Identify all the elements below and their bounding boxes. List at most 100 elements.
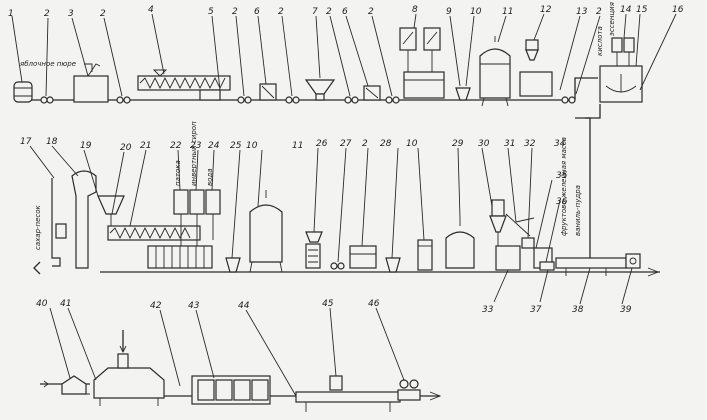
label-5: 5 [208,7,214,17]
drying-chamber-41 [93,330,165,406]
dispenser-10c [385,257,401,273]
pump-2d [285,96,300,104]
label-13: 13 [576,7,588,17]
label-kislota: кислота [596,26,604,56]
label-37: 37 [530,305,542,315]
row1-return [575,104,601,119]
label-2b: 2 [100,9,106,19]
label-7: 7 [312,7,318,17]
label-43: 43 [188,301,200,311]
label-14: 14 [620,5,632,15]
dispenser-10 [455,87,471,101]
packing-conveyor-45 [295,375,401,412]
mixer-29 [417,239,433,271]
label-3: 3 [68,9,74,19]
label-2f: 2 [368,7,374,17]
label-33: 33 [482,305,494,315]
row2-arrow [647,267,660,277]
label-10: 10 [470,7,482,17]
label-12: 12 [540,5,552,15]
label-16: 16 [672,5,684,15]
cooling-conveyor-38 [533,247,641,276]
label-44: 44 [238,301,250,311]
label-42: 42 [150,301,162,311]
tank-28 [349,245,377,269]
label-35: 35 [556,171,568,181]
label-4: 4 [148,5,154,15]
panels-8 [399,27,445,99]
label-11b: 11 [292,141,303,151]
label-31: 31 [504,139,515,149]
label-28: 28 [380,139,392,149]
reactor-11 [479,36,511,107]
label-9: 9 [446,7,452,17]
label-22: 22 [170,141,182,151]
mixer-3 [73,63,109,103]
hopper-7 [304,79,336,101]
row1-to-row2-drop [585,117,591,258]
label-41: 41 [60,299,71,309]
label-1: 1 [8,9,14,19]
label-34: 34 [554,139,566,149]
label-32: 32 [524,139,536,149]
filter-26 [305,231,323,269]
pump-13 [561,96,576,104]
label-2h: 2 [362,139,368,149]
machine-40 [61,375,90,395]
label-8: 8 [412,5,418,15]
forming-machine-32 [495,213,535,271]
dissolver [147,245,213,269]
label-25: 25 [230,141,242,151]
label-23: 23 [190,141,202,151]
label-36: 36 [556,197,568,207]
pump-2c [237,96,252,104]
label-6: 6 [254,7,260,17]
label-invert-syrup: инвертный сироп [190,121,198,186]
label-45: 45 [322,299,334,309]
label-30: 30 [478,139,490,149]
label-46: 46 [368,299,380,309]
pump-2b [116,96,131,104]
filler-31 [489,199,507,248]
bucket-elevator-18 [71,170,97,269]
label-patoka: патока [174,160,182,186]
label-15: 15 [636,5,648,15]
label-26: 26 [316,139,328,149]
barrel-1 [13,81,33,103]
label-18: 18 [46,137,58,147]
sugar-bin-17 [33,178,67,275]
hopper-20 [97,195,125,226]
label-2a: 2 [44,9,50,19]
label-38: 38 [572,305,584,315]
leader-lines-row2 [29,145,633,305]
tank-6 [259,83,277,101]
dispenser-10b [225,257,241,273]
label-29: 29 [452,139,464,149]
label-40: 40 [36,299,48,309]
screw-conveyor-4 [137,69,231,101]
tank-6b [363,85,381,101]
row3-arrow-in [40,380,49,388]
label-19: 19 [80,141,92,151]
label-20: 20 [120,143,132,153]
label-2d: 2 [278,7,284,17]
label-2e: 2 [326,7,332,17]
pump-2e [344,96,359,104]
label-water: вода [206,168,214,186]
filter-12 [519,39,553,97]
label-24: 24 [208,141,220,151]
label-39: 39 [620,305,632,315]
label-10c: 10 [406,139,418,149]
label-21: 21 [140,141,151,151]
label-fruit-jelly-mass: фруктово-желейная масса [560,137,568,236]
label-essence: эссенция [608,2,616,36]
label-sugar: сахар-песок [34,204,42,250]
pump-27 [330,262,345,270]
screw-21 [107,225,201,241]
label-apple-puree: яблочное пюре [20,60,76,68]
leader-lines-row1 [11,13,677,97]
pump-2f [385,96,400,104]
wrapping-machine-46 [397,379,421,401]
label-11: 11 [502,7,513,17]
